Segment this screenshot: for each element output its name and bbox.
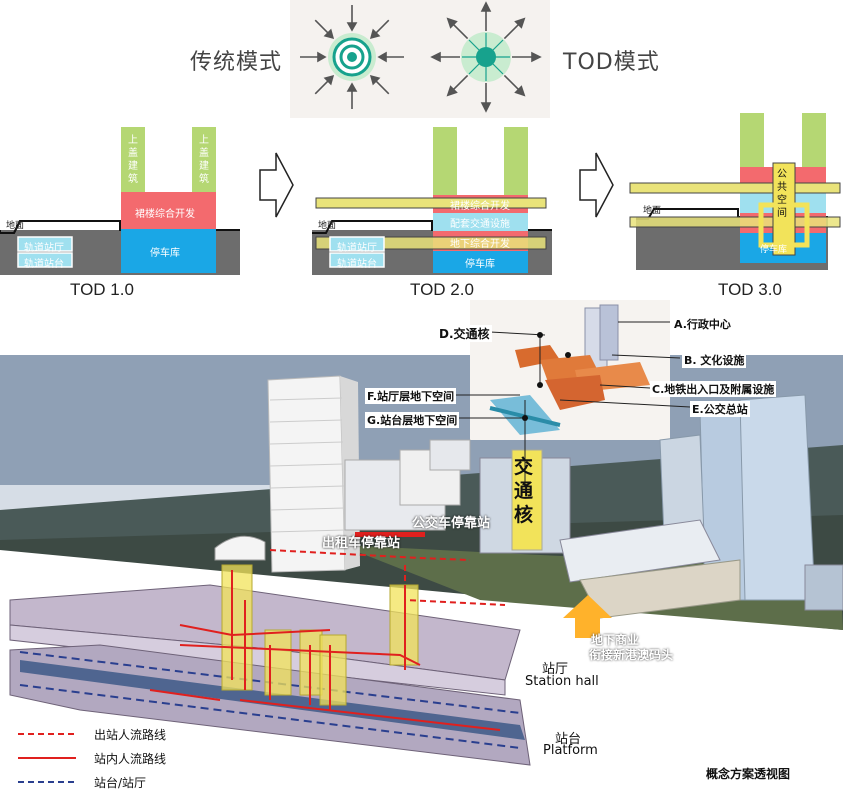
tod2-hall-label: 轨道站厅 — [337, 243, 377, 254]
legend-item: 站台/站厅 — [18, 770, 218, 794]
tod3-ground-label: 地面 — [643, 206, 662, 216]
platform-en-label: Platform — [543, 743, 598, 758]
tod2-transport-label: 配套交通设施 — [450, 219, 510, 230]
bus-stop-label: 公交车停靠站 — [412, 516, 491, 531]
tod2-caption: TOD 2.0 — [410, 280, 474, 299]
tod1-ground-label: 地面 — [6, 221, 25, 231]
tod-core-icon — [461, 32, 511, 82]
tod1-platform-label: 轨道站台 — [24, 259, 64, 270]
legend-label: 出站人流路线 — [94, 727, 167, 742]
admin-center-label: A.行政中心 — [672, 316, 733, 332]
traditional-mode-title: 传统模式 — [190, 50, 283, 75]
platform-cn-label: 站台 — [555, 732, 582, 747]
bus-terminal-label: E.公交总站 — [690, 401, 750, 417]
tod1-hall-label: 轨道站厅 — [24, 243, 64, 254]
tod3-parking-label: 停车库 — [760, 245, 788, 255]
arrow-right-icon — [579, 152, 614, 218]
tod1-parking-label: 停车库 — [150, 248, 180, 259]
tod1-tower-left-label: 上盖建筑 — [128, 135, 138, 185]
tod3-caption: TOD 3.0 — [718, 280, 782, 299]
tod-outward-arrows-icon — [431, 1, 541, 112]
perspective-scene — [0, 300, 843, 793]
tod2-ground-label: 地面 — [318, 221, 337, 231]
tod2-diagram — [312, 127, 552, 275]
underground-commerce-label: 地下商业 — [591, 633, 640, 647]
tod2-underground-label: 地下综合开发 — [450, 239, 510, 250]
tod3-public-space-label: 公共空间 — [777, 169, 787, 219]
traffic-core-big-label: 交通核 — [514, 456, 534, 526]
traditional-inward-arrows-icon — [299, 5, 405, 110]
legend: 出站人流路线 站内人流路线 站台/站厅 — [18, 722, 218, 794]
traffic-core-label: D.交通核 — [437, 325, 492, 342]
station-hall-cn-label: 站厅 — [542, 662, 569, 677]
tod3-diagram — [629, 113, 841, 270]
legend-label: 站台/站厅 — [94, 775, 147, 790]
metro-exit-label: C.地铁出入口及附属设施 — [650, 381, 777, 397]
legend-swatch-dashed-blue — [18, 781, 76, 783]
platform-underground-label: G.站台层地下空间 — [365, 412, 460, 428]
culture-facility-label: B. 文化设施 — [682, 352, 747, 368]
tod2-podium-label: 裙楼综合开发 — [450, 201, 510, 212]
taxi-stop-label: 出租车停靠站 — [322, 536, 401, 551]
tod2-parking-label: 停车库 — [465, 259, 495, 270]
tod1-tower-right-label: 上盖建筑 — [199, 135, 209, 185]
tod-mode-title: TOD模式 — [563, 50, 660, 75]
traditional-core-icon — [328, 33, 376, 81]
legend-item: 站内人流路线 — [18, 746, 218, 770]
station-hall-en-label: Station hall — [525, 674, 599, 689]
arrow-right-icon — [259, 152, 294, 218]
legend-item: 出站人流路线 — [18, 722, 218, 746]
figure-caption: 概念方案透视图 — [706, 767, 791, 781]
tod1-podium-label: 裙楼综合开发 — [135, 209, 195, 220]
hall-underground-label: F.站厅层地下空间 — [365, 388, 457, 404]
legend-swatch-solid-red — [18, 757, 76, 759]
mode-icons — [290, 0, 550, 118]
legend-label: 站内人流路线 — [94, 751, 167, 766]
underground-commerce-arrow-icon — [563, 595, 612, 638]
tod1-diagram — [0, 127, 240, 275]
tod1-caption: TOD 1.0 — [70, 280, 134, 299]
tod2-platform-label: 轨道站台 — [337, 259, 377, 270]
ferry-link-label: 衔接新港澳码头 — [589, 648, 674, 662]
legend-swatch-dashed-red — [18, 733, 76, 735]
